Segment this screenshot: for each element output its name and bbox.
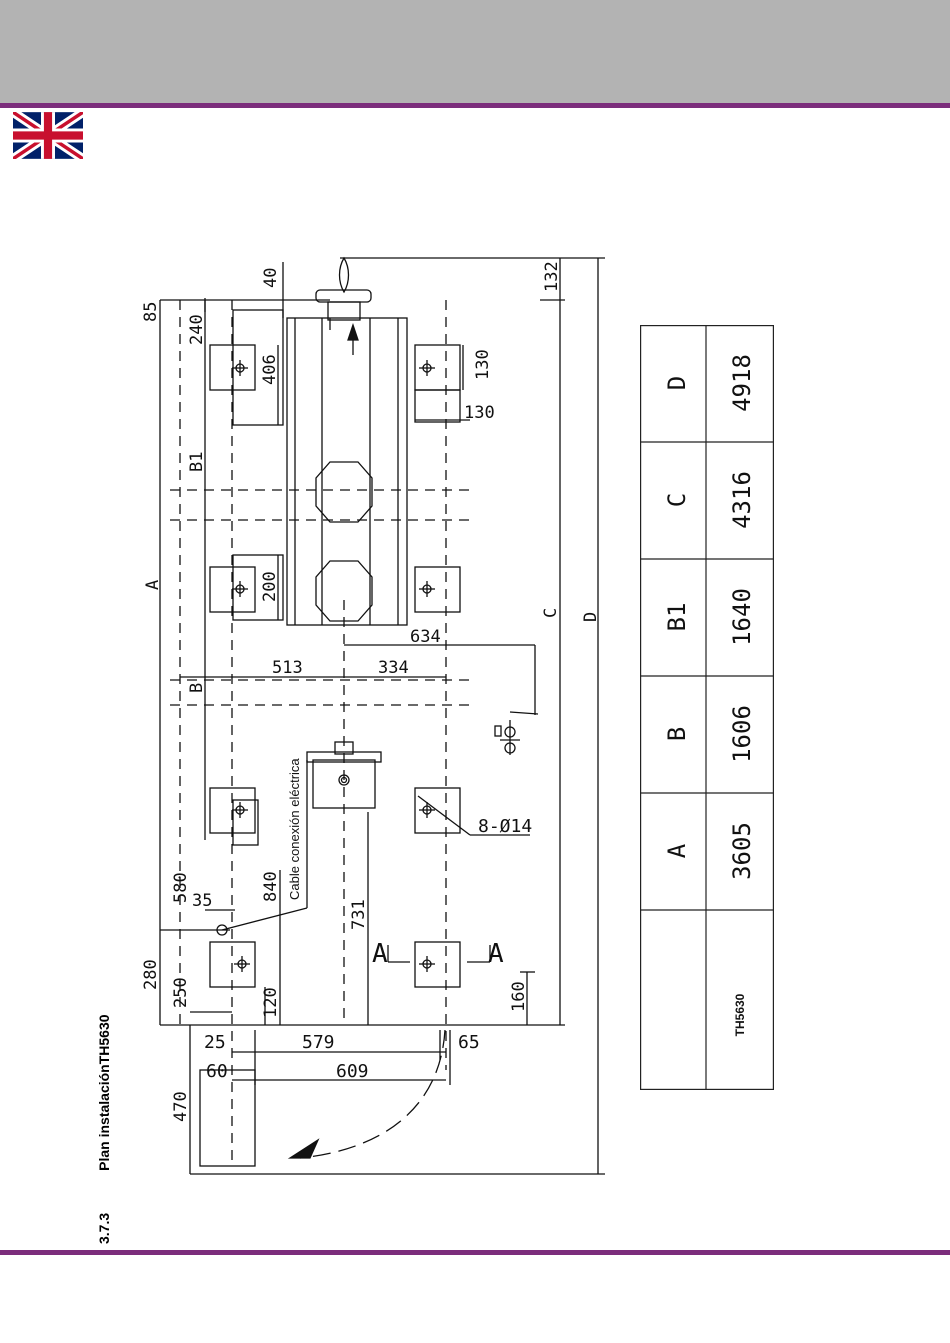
dim-334: 334 <box>378 658 409 678</box>
dim-513: 513 <box>272 658 303 678</box>
dim-85: 85 <box>141 302 161 322</box>
dim-840: 840 <box>261 871 281 902</box>
holes-label: 8-Ø14 <box>478 816 532 837</box>
dim-160: 160 <box>509 981 529 1012</box>
dim-470: 470 <box>171 1091 191 1122</box>
table-cell-b1: 1640 <box>728 588 756 646</box>
table-header-b: B <box>663 727 691 741</box>
table-cell-c: 4316 <box>728 471 756 529</box>
letter-b: B <box>187 683 207 693</box>
dim-580: 580 <box>171 872 191 903</box>
dim-60: 60 <box>206 1061 228 1082</box>
letter-d: D <box>581 612 601 622</box>
letter-c: C <box>541 608 561 618</box>
dim-240: 240 <box>187 314 207 345</box>
table-cell-model: TH5630 <box>733 993 747 1036</box>
cable-label: Cable conexión eléctrica <box>287 758 302 900</box>
letter-a: A <box>143 580 163 590</box>
dim-609: 609 <box>336 1061 369 1082</box>
dim-250: 250 <box>171 977 191 1008</box>
dim-120: 120 <box>261 987 281 1018</box>
letter-b1: B1 <box>187 452 207 472</box>
footer-rule <box>0 1250 950 1255</box>
dimensions-table: D C B1 B A 4918 4316 1640 1606 3605 TH56… <box>640 325 774 1090</box>
section-mark-right: A <box>488 939 504 969</box>
table-cell-b: 1606 <box>728 705 756 763</box>
table-header-d: D <box>663 376 691 390</box>
dim-280: 280 <box>141 959 161 990</box>
dim-130-a: 130 <box>473 349 493 380</box>
dim-406: 406 <box>260 354 280 385</box>
dim-579: 579 <box>302 1032 335 1053</box>
dim-132: 132 <box>542 261 562 292</box>
table-header-a: A <box>663 843 691 858</box>
section-mark-left: A <box>372 939 388 969</box>
table-cell-a: 3605 <box>728 822 756 880</box>
dim-40: 40 <box>261 268 281 288</box>
table-cell-d: 4918 <box>728 354 756 412</box>
dim-731: 731 <box>349 899 369 930</box>
table-header-c: C <box>663 493 691 507</box>
dim-130-b: 130 <box>464 403 495 423</box>
dim-25: 25 <box>204 1032 226 1053</box>
dim-65: 65 <box>458 1032 480 1053</box>
table-header-b1: B1 <box>663 603 691 632</box>
dim-200: 200 <box>260 571 280 602</box>
dim-35: 35 <box>192 891 212 911</box>
dim-634: 634 <box>410 627 441 647</box>
